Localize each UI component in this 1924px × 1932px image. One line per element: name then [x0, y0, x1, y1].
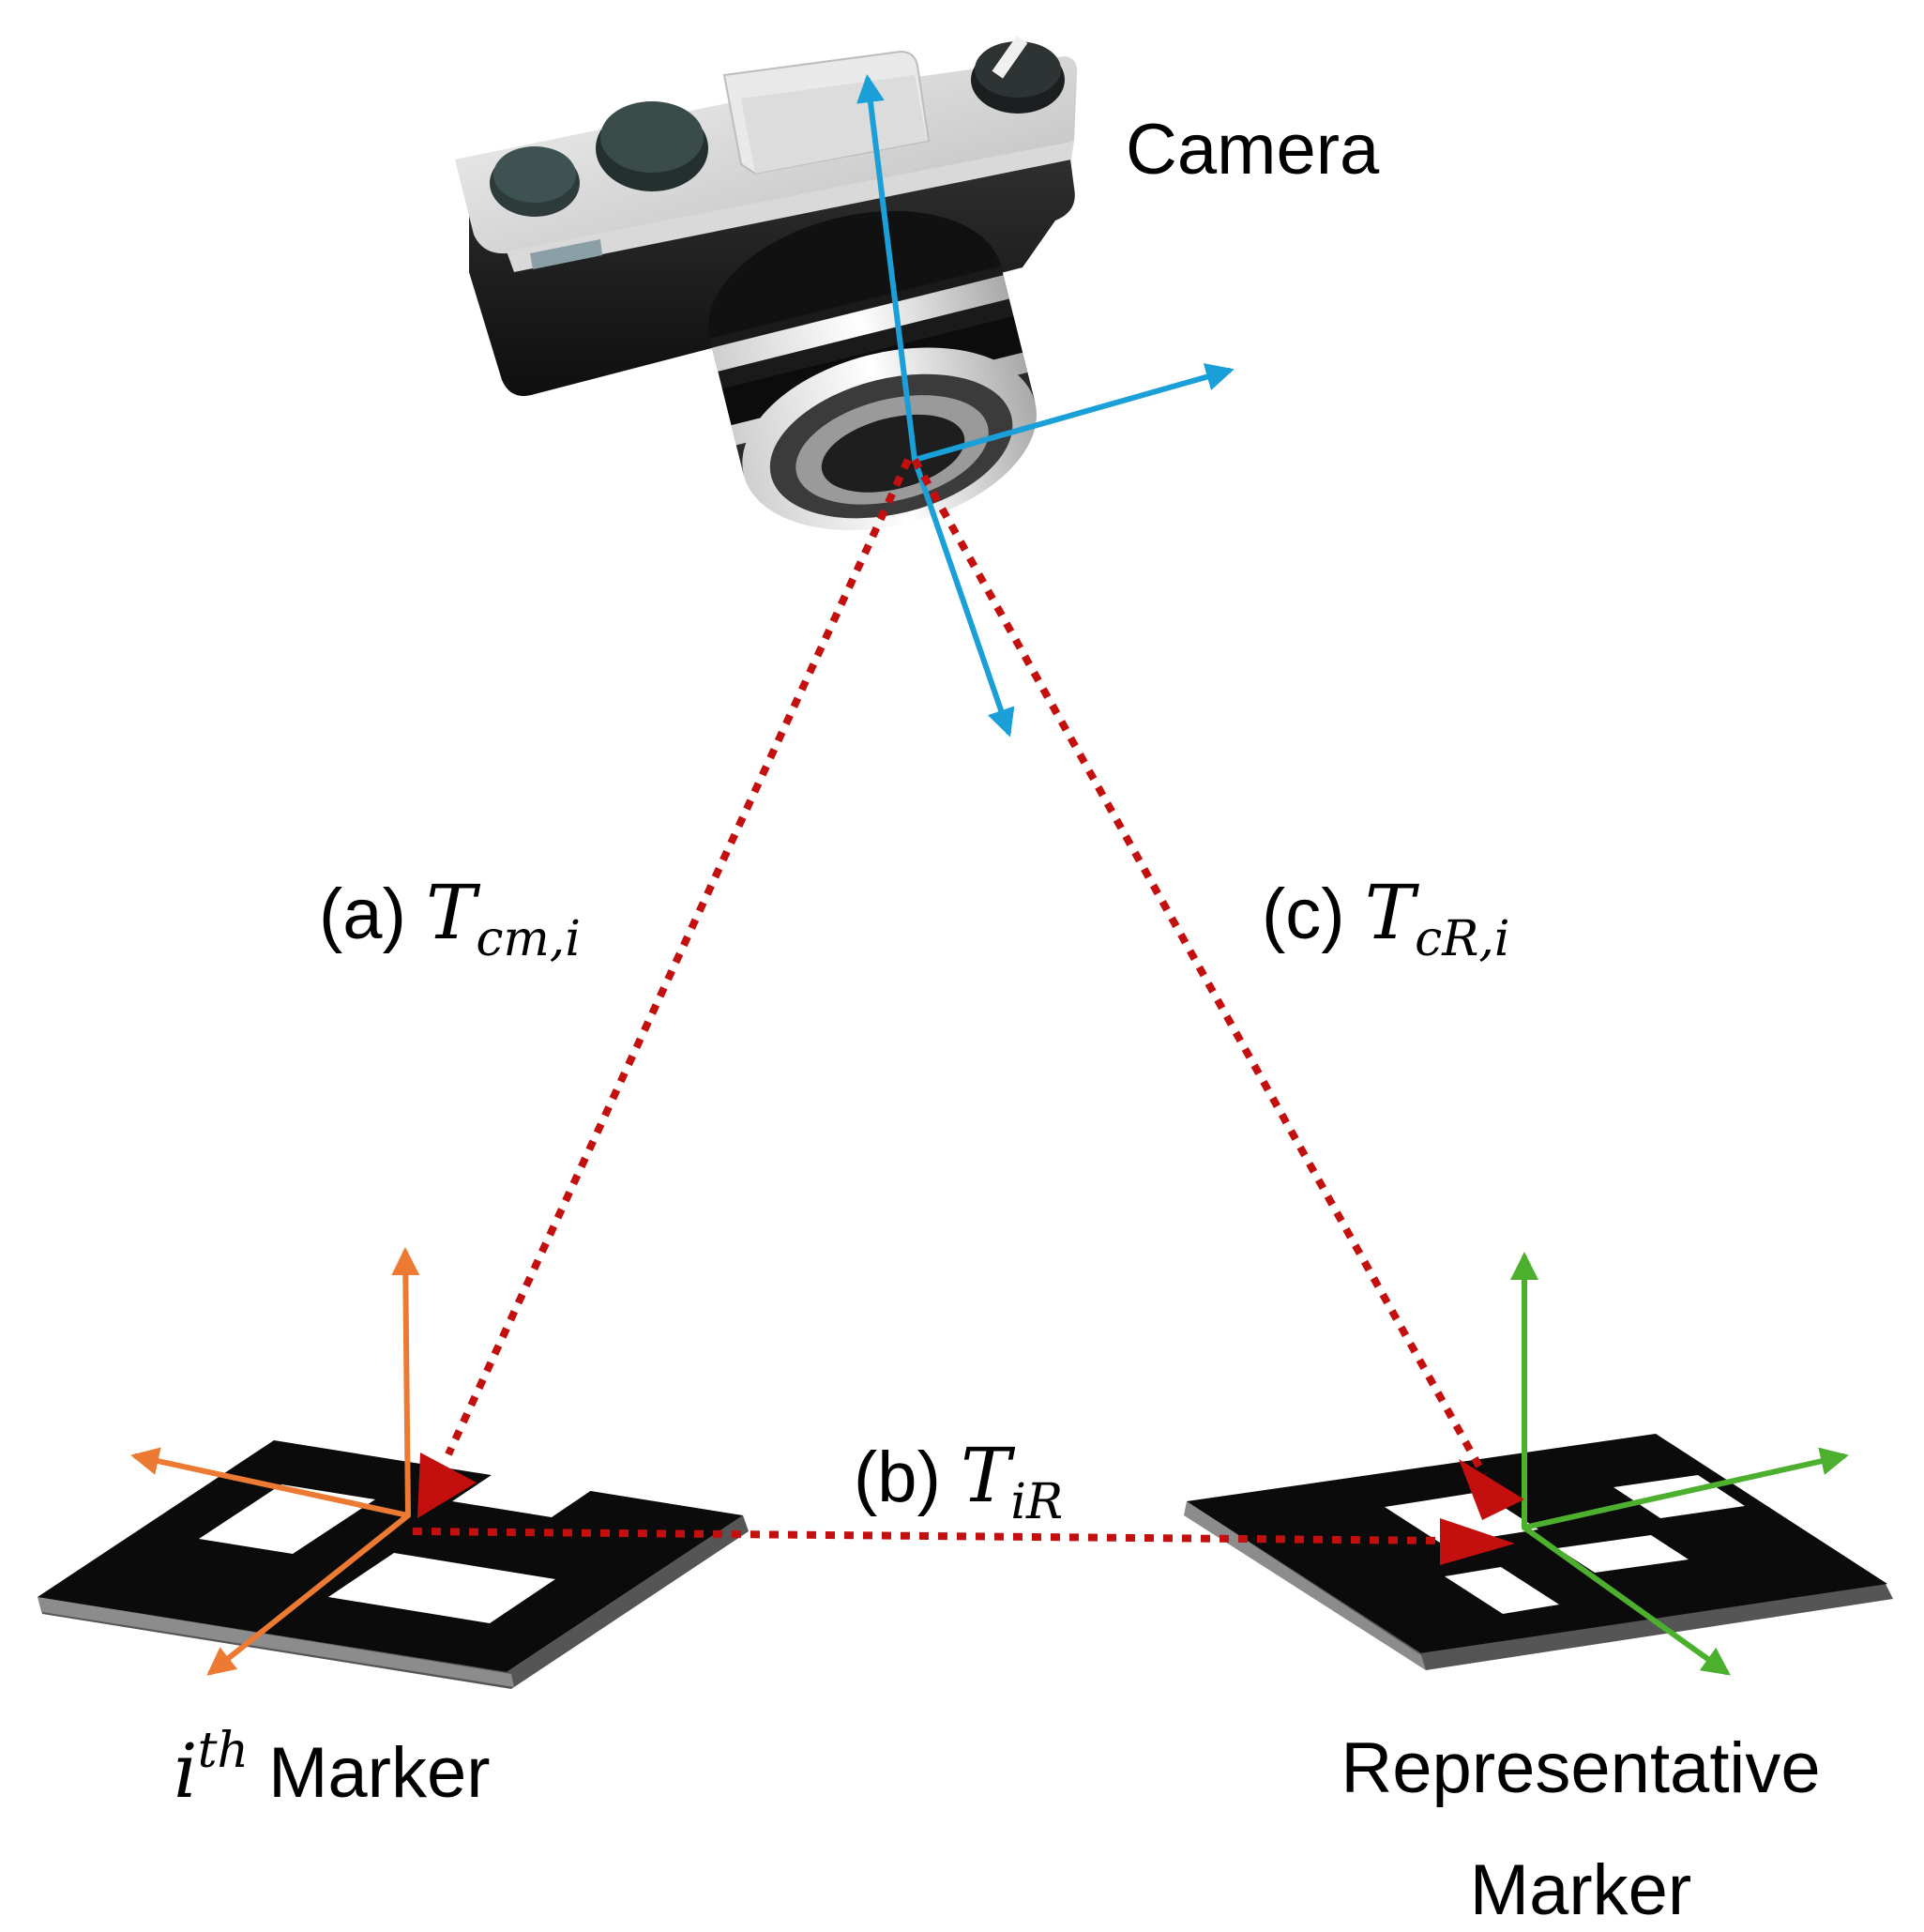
rep-marker-axis-x [1522, 1447, 1849, 1530]
arrowhead-c [1459, 1459, 1524, 1520]
transform-arrow-b [412, 1528, 1450, 1544]
ith-marker-axis-x [130, 1447, 411, 1518]
ith-marker-label: ith Marker [174, 1723, 491, 1815]
representative-marker-label-line1: Representative [1341, 1728, 1820, 1808]
camera-icon [455, 35, 1078, 531]
ith-marker-axis-z [391, 1247, 420, 1518]
ith-marker-icon [38, 1440, 749, 1689]
camera-axis-x [912, 363, 1235, 463]
transform-a-label: (a) Tcm,i [319, 869, 581, 967]
transform-arrows [412, 458, 1488, 1544]
representative-marker-icon [1184, 1434, 1893, 1670]
transform-b-label: (b) TiR [854, 1432, 1063, 1530]
marker-pattern [199, 1484, 375, 1554]
transform-arrow-a [445, 458, 912, 1456]
rep-marker-axis-y [1522, 1525, 1731, 1676]
arrowhead-a [417, 1453, 477, 1518]
ith-marker-axes [130, 1247, 420, 1676]
camera-axis-z [856, 74, 917, 463]
camera-label: Camera [1126, 110, 1380, 190]
transform-c-label: (c) TcR,i [1262, 869, 1510, 967]
representative-marker-axes [1510, 1252, 1849, 1676]
transform-arrow-c [911, 458, 1488, 1477]
representative-marker-label-line2: Marker [1470, 1850, 1691, 1930]
ith-marker-axis-y [206, 1513, 411, 1676]
camera-axes [856, 74, 1235, 738]
arrowhead-b [1440, 1518, 1515, 1565]
camera-axis-y [912, 457, 1015, 738]
